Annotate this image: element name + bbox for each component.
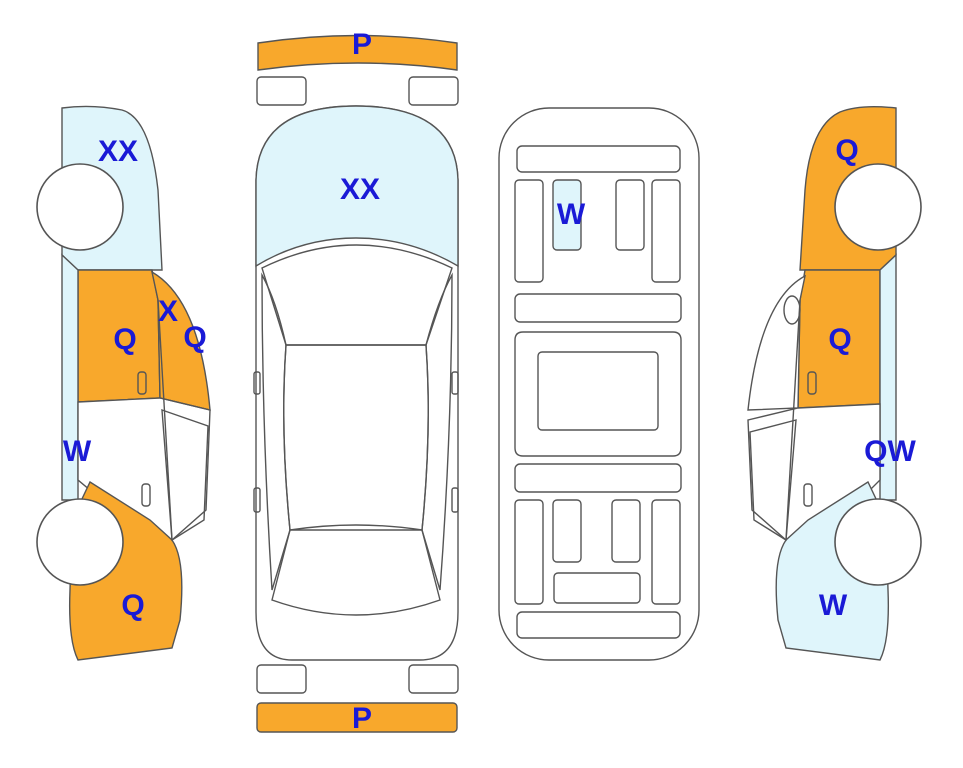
right-mirror bbox=[783, 295, 801, 325]
left-front-door-label: Q bbox=[113, 323, 137, 356]
rear-bumper-panel[interactable] bbox=[256, 702, 458, 733]
left-front-tire bbox=[36, 163, 124, 251]
floor-rear-left-inner bbox=[552, 499, 582, 563]
rear-window bbox=[271, 524, 441, 616]
left-rear-quarter-label: Q bbox=[121, 589, 145, 622]
floor-rear-bar bbox=[514, 463, 682, 493]
floor-front-left-rail bbox=[514, 179, 544, 283]
floor-rear-right-rail bbox=[651, 499, 681, 605]
front-left-light bbox=[256, 76, 307, 106]
floor-front-right-inner bbox=[615, 179, 645, 251]
left-rocker-label: W bbox=[62, 435, 92, 468]
right-rear-handle bbox=[451, 487, 459, 513]
right-front-door-label: Q bbox=[828, 323, 852, 356]
left-front-door-handle bbox=[137, 371, 147, 395]
right-door-edge bbox=[785, 299, 801, 541]
right-front-tire bbox=[834, 163, 922, 251]
right-mirror bbox=[451, 371, 459, 395]
cabin-roof bbox=[283, 344, 429, 531]
hood-label: XX bbox=[339, 173, 381, 206]
floor-front-right-rail bbox=[651, 179, 681, 283]
right-rear-tire bbox=[834, 498, 922, 586]
left-window-label: Q bbox=[183, 321, 207, 354]
floor-center-frame bbox=[514, 331, 682, 457]
left-front-fender-label: XX bbox=[97, 135, 139, 168]
floor-roof-panel[interactable] bbox=[552, 179, 582, 251]
right-window-frame bbox=[749, 419, 797, 542]
windshield bbox=[261, 244, 453, 346]
left-rear-handle bbox=[253, 487, 261, 513]
floor-rear-bar-bottom bbox=[516, 611, 681, 639]
rear-bumper-label: P bbox=[351, 702, 373, 735]
right-front-fender-label: Q bbox=[835, 134, 859, 167]
left-rear-tire bbox=[36, 498, 124, 586]
rear-left-light bbox=[256, 664, 307, 694]
left-side-glass bbox=[261, 272, 291, 591]
front-right-light bbox=[408, 76, 459, 106]
right-rocker-label: QW bbox=[864, 435, 916, 468]
floor-front-bar bbox=[516, 145, 681, 173]
left-door-seam bbox=[159, 397, 211, 411]
left-window-frame bbox=[161, 408, 209, 542]
right-front-door-handle bbox=[807, 371, 817, 395]
front-bumper-panel[interactable] bbox=[257, 34, 458, 71]
left-door-edge bbox=[157, 299, 173, 541]
front-bumper-label: P bbox=[351, 28, 373, 61]
right-rear-quarter-label: W bbox=[818, 589, 848, 622]
floor-rear-left-rail bbox=[514, 499, 544, 605]
left-mirror bbox=[253, 371, 261, 395]
roof-panel-label: W bbox=[556, 198, 586, 231]
right-window-glass bbox=[747, 274, 806, 411]
floor-rear-right-inner bbox=[611, 499, 641, 563]
left-rear-door-handle bbox=[141, 483, 151, 507]
left-a-pillar-label: X bbox=[157, 295, 179, 328]
hood-panel[interactable] bbox=[255, 105, 459, 268]
floor-rear-cross bbox=[553, 572, 641, 604]
right-rear-door-handle bbox=[803, 483, 813, 507]
floor-mid-bar bbox=[514, 293, 682, 323]
right-rear-door-panel[interactable] bbox=[747, 403, 881, 541]
rear-right-light bbox=[408, 664, 459, 694]
floor-body-outline bbox=[498, 107, 700, 661]
floor-center-panel bbox=[537, 351, 659, 431]
right-side-glass bbox=[421, 272, 453, 591]
